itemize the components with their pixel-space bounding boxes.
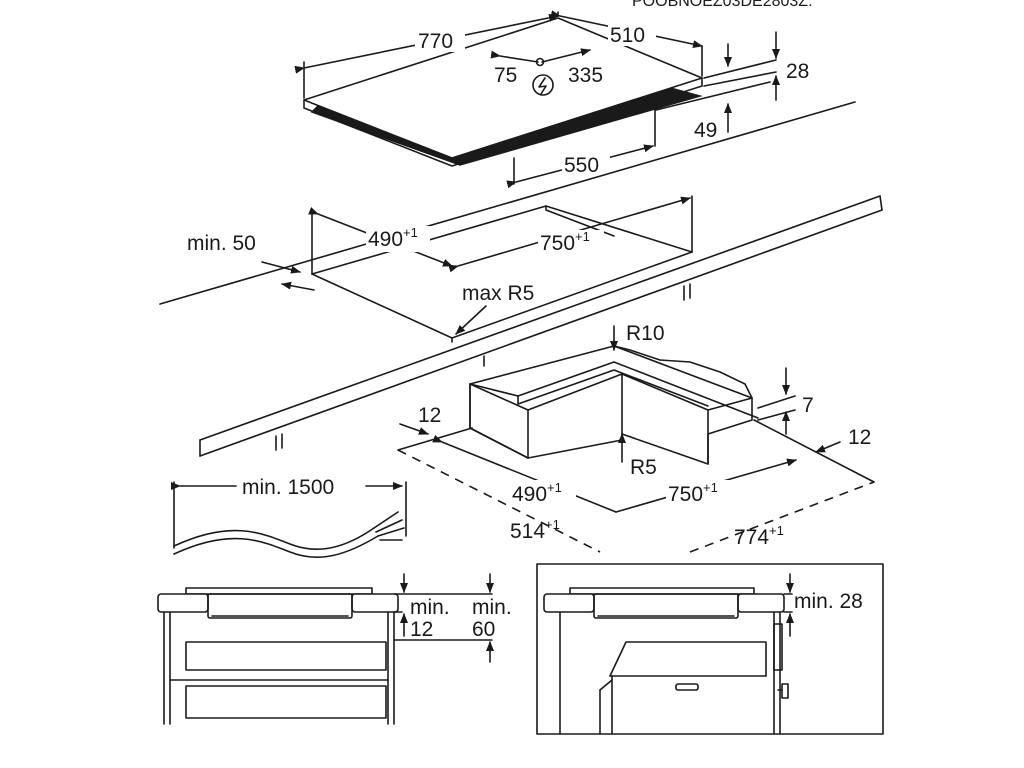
power-cable-icon — [532, 74, 554, 96]
cable-top-edge — [173, 527, 375, 551]
frame-inner-depth-label: 490+1 — [512, 480, 562, 506]
frame-corner — [469, 345, 759, 465]
hob-height-label: 28 — [786, 60, 809, 83]
drawer-gap-value: 12 — [410, 618, 433, 641]
drawer-clearance-value: 60 — [472, 618, 495, 641]
drawer-clearance-label: min. — [472, 596, 512, 619]
oven-panel-frame — [536, 563, 884, 735]
hob-edge — [303, 77, 703, 167]
hob-depth-label: 510 — [610, 24, 645, 47]
hob-width-label: 770 — [418, 30, 453, 53]
hob-dimension-lines: 770 510 75 335 28 49 550 — [294, 10, 809, 189]
cable-distance-label: 335 — [568, 64, 603, 87]
install-over-drawers: min. 12 min. 60 — [157, 573, 512, 725]
outer-radius-label: R10 — [626, 322, 665, 345]
worktop-cutout — [159, 101, 883, 457]
side-margin-label: min. 50 — [187, 232, 256, 255]
cable-offset-label: 75 — [494, 64, 517, 87]
install-over-oven: min. 28 — [536, 563, 884, 735]
inner-radius-label: R5 — [630, 456, 657, 479]
frame-inner-width-label: 750+1 — [668, 480, 718, 506]
ledge-right-label: 12 — [848, 426, 871, 449]
cable-drawing: min. 1500 — [171, 476, 407, 559]
oven-clearance-label: min. 28 — [794, 590, 863, 613]
corner-radius-label: max R5 — [462, 282, 534, 305]
under-width-label: 550 — [564, 154, 599, 177]
cutout-depth-label: 490+1 — [368, 225, 418, 251]
frame-step-label: 7 — [802, 394, 814, 417]
cable-length-label: min. 1500 — [242, 476, 334, 499]
frame-dimension-lines: R10 R5 7 12 12 490+1 750+1 514+1 774+1 — [397, 322, 875, 553]
cutout-width-label: 750+1 — [540, 229, 590, 255]
worktop-front-edge — [199, 195, 881, 441]
drawer-gap-label: min. — [410, 596, 450, 619]
frame-outer-depth-label: 514+1 — [510, 517, 560, 543]
frame-outer-width-label: 774+1 — [734, 523, 784, 549]
cutout-opening — [311, 205, 693, 339]
header-fragment: POOBNOEZ03DE2803Z. — [632, 0, 813, 10]
cutout-dimension-lines: 490+1 750+1 min. 50 max R5 — [187, 196, 691, 335]
under-depth-label: 49 — [694, 119, 717, 142]
ledge-left-label: 12 — [418, 404, 441, 427]
